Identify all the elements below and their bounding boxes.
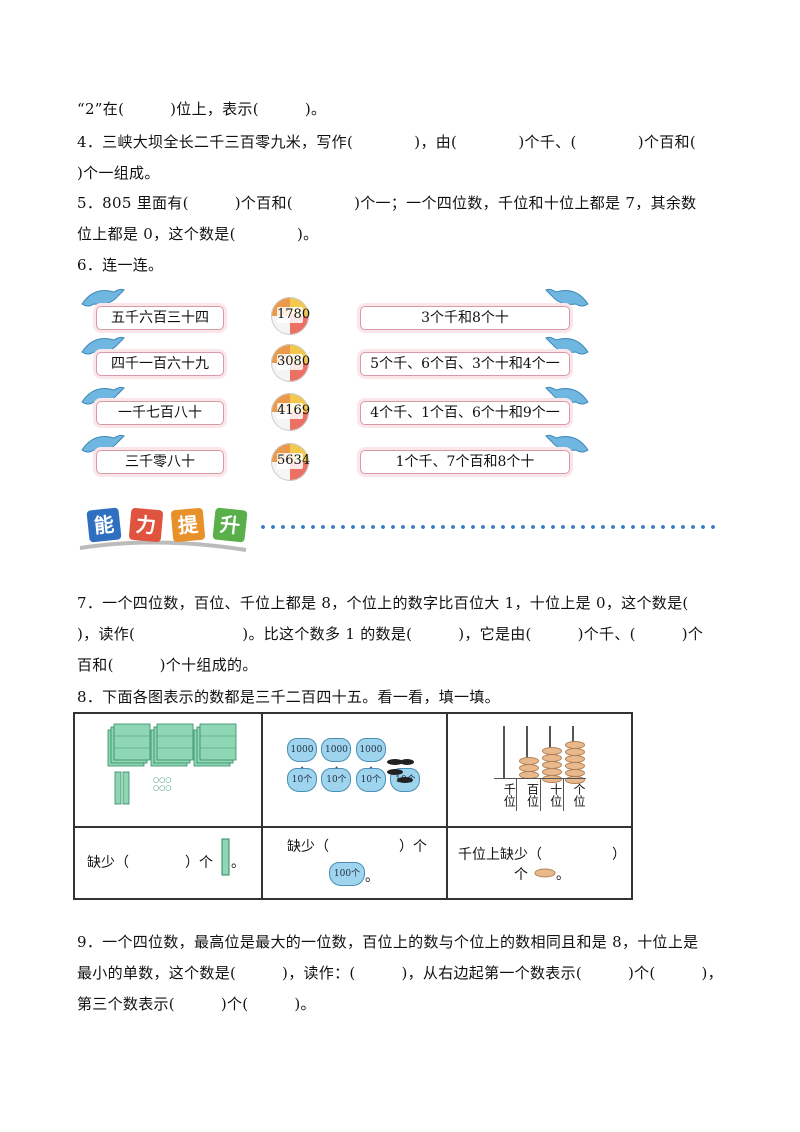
q4-line2: )个一组成。 [77,164,160,182]
match-right-item[interactable]: 4个千、1个百、6个十和9个一 [360,401,570,425]
dolphin-icon [81,434,125,453]
cell-bags: 1000个 1000个 1000个 10个 10个 10个 10个 [261,712,448,828]
money-bag-icon: 10个 [355,768,386,792]
place-value-labels: 千位 百位 十位 个位 [494,778,586,811]
place-label: 千位 [494,779,518,811]
match-left-item[interactable]: 五千六百三十四 [96,306,224,330]
match-middle-number: 1780 [277,307,311,323]
q9-line1: 9．一个四位数，最高位是最大的一位数，百位上的数与个位上的数相同且和是 8，十位… [77,933,699,951]
match-middle-number: 3080 [277,354,311,370]
banner-tile: 力 [128,507,164,543]
dolphin-icon [81,336,125,355]
ones-cubes-label: ○○○ [153,776,171,784]
money-bag-icon: 10个 [287,768,317,792]
dolphin-icon [545,336,589,355]
match-left-item[interactable]: 三千零八十 [96,450,224,474]
dotted-divider [258,525,718,529]
match-right-item[interactable]: 3个千和8个十 [360,306,570,330]
match-right-item[interactable]: 1个千、7个百和8个十 [360,450,570,474]
answer-text: 缺少（ ）个 [87,855,213,871]
place-label: 十位 [541,779,564,811]
answer-end: 。 [556,867,570,883]
q3-continuation: “2”在( )位上，表示( )。 [77,100,327,118]
money-bag-icon: 100个 [329,862,365,886]
answer-end: 。 [231,855,245,871]
abacus-icon: 千位 百位 十位 个位 [494,726,586,811]
dolphin-icon [545,386,589,405]
match-middle-ball[interactable]: 3080 [271,344,311,382]
q8-table: ○○○ ○○○ 1000个 1000个 1000个 10个 10个 10个 10… [73,712,633,900]
dolphin-icon [545,288,589,307]
q9-line2: 最小的单数，这个数是( )，读作：( )，从右边起第一个数表示( )个( )， [77,964,723,982]
match-left-item[interactable]: 四千一百六十九 [96,352,224,376]
answer-end: 。 [365,869,379,885]
coin-icon [387,759,414,783]
dolphin-icon [81,386,125,405]
ones-cubes-label: ○○○ [153,784,171,792]
match-middle-ball[interactable]: 4169 [271,393,311,431]
match-middle-number: 5634 [277,453,311,469]
q5-line2: 位上都是 0，这个数是( )。 [77,225,319,243]
q4-line1: 4．三峡大坝全长二千三百零九米，写作( )，由( )个千、( )个百和( [77,133,697,151]
banner-tile: 升 [212,507,248,543]
q7-line2: )，读作( )。比这个数多 1 的数是( )，它是由( )个千、( )个 [77,625,704,643]
base-ten-blocks-icon: ○○○ ○○○ [107,723,237,805]
money-bag-icon: 10个 [321,768,352,792]
match-right-item[interactable]: 5个千、6个百、3个十和4个一 [360,352,570,376]
cell-abacus: 千位 百位 十位 个位 [446,712,633,828]
q9-line3: 第三个数表示( )个( )。 [77,995,316,1013]
cell-answer-2: 缺少（ ）个 100个 。 [261,826,448,900]
answer-text: 个 [514,867,528,883]
banner-tile: 提 [170,507,206,543]
match-middle-ball[interactable]: 1780 [271,297,311,335]
money-bag-icon: 1000个 [321,738,352,777]
q7-line3: 百和( )个十组成的。 [77,656,258,674]
dolphin-icon [545,434,589,453]
q8-title: 8．下面各图表示的数都是三千二百四十五。看一看，填一填。 [77,688,500,706]
money-bag-icon: 1000个 [355,738,386,777]
dolphin-icon [81,288,125,307]
answer-text: 缺少（ ）个 [287,839,427,855]
match-middle-number: 4169 [277,403,311,419]
cell-answer-1: 缺少（ ）个 。 [73,826,263,900]
q5-line1: 5．805 里面有( )个百和( )个一；一个四位数，千位和十位上都是 7，其余… [77,194,697,212]
ten-bags: 10个 10个 10个 10个 [287,768,421,792]
money-bag-icon: 1000个 [287,738,317,777]
answer-text: 千位上缺少（ ） [458,847,626,863]
banner-swoosh [79,540,247,552]
place-label: 个位 [572,783,586,807]
q6-title: 6．连一连。 [77,256,164,274]
q7-line1: 7．一个四位数，百位、千位上都是 8，个位上的数字比百位大 1，十位上是 0，这… [77,594,689,612]
cell-blocks: ○○○ ○○○ [73,712,263,828]
bead-icon [534,868,556,878]
cell-answer-3: 千位上缺少（ ） 个 。 [446,826,633,900]
place-label: 百位 [517,779,541,811]
match-left-item[interactable]: 一千七百八十 [96,401,224,425]
match-middle-ball[interactable]: 5634 [271,443,311,481]
ten-rod-icon [221,838,230,876]
banner-tile: 能 [86,507,122,543]
